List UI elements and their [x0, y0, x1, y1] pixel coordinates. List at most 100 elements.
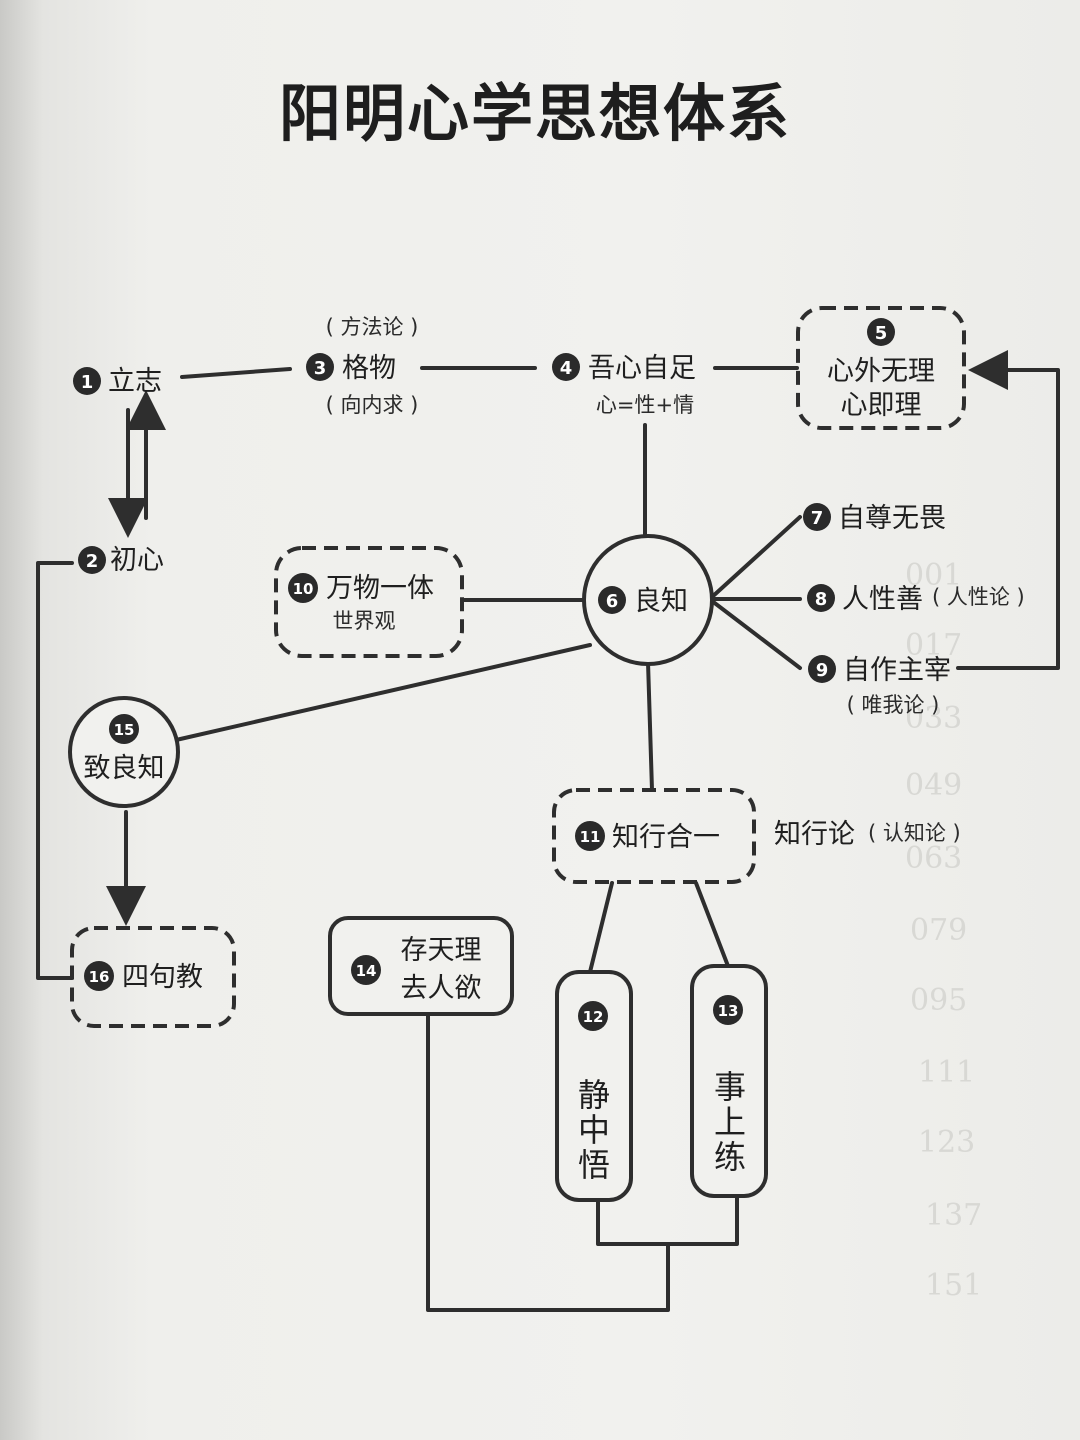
node-6-liang-zhi[interactable]: 6 良知 — [582, 534, 714, 666]
connector-12-13 — [596, 1194, 739, 1246]
pill-box — [555, 970, 633, 1202]
node-note: ( 唯我论 ) — [847, 693, 940, 717]
number-badge-text: 14 — [356, 962, 377, 980]
connector-6-9 — [710, 599, 802, 670]
node-16-si-ju-jiao[interactable]: 16 四句教 — [70, 926, 236, 1028]
number-badge-text: 6 — [606, 591, 619, 612]
node-label-line1: 存天理 — [401, 935, 482, 966]
number-badge — [578, 1001, 608, 1031]
node-8-ren-xing-shan[interactable]: 8 人性善 ( 人性论 ) — [807, 584, 1025, 615]
vertical-char: 练 — [714, 1138, 746, 1176]
node-7-zi-zun-wu-wei[interactable]: 7 自尊无畏 — [803, 503, 946, 534]
node-label: 初心 — [110, 545, 164, 576]
node-label: 万物一体 — [326, 573, 434, 604]
dashed-box — [552, 788, 756, 884]
ghost-page-number: 033 — [905, 701, 962, 736]
arrow-9-to-5 — [956, 350, 1060, 670]
number-badge-text: 13 — [718, 1002, 739, 1020]
solid-box — [328, 916, 514, 1016]
pill-box — [690, 964, 768, 1198]
connector-1-3 — [180, 367, 292, 379]
node-5-xin-wai-wu-li[interactable]: 5 心外无理 心即理 — [796, 306, 966, 430]
number-badge — [807, 584, 835, 612]
node-12-jing-zhong-wu[interactable]: 12 静 中 悟 — [555, 970, 633, 1202]
node-label-line1: 心外无理 — [827, 356, 935, 387]
dashed-box — [70, 926, 236, 1028]
number-badge — [73, 367, 101, 395]
node-label: 格物 — [342, 353, 396, 384]
vertical-char: 上 — [714, 1103, 746, 1141]
vertical-char: 悟 — [578, 1146, 610, 1184]
number-badge — [808, 655, 836, 683]
node-label: 自作主宰 — [843, 655, 951, 686]
connector-2-16 — [36, 561, 74, 980]
node-13-shi-shang-lian[interactable]: 13 事 上 练 — [690, 964, 768, 1198]
node-note-top: ( 方法论 ) — [326, 315, 419, 339]
node-label: 致良知 — [84, 753, 165, 784]
bleed-through-page-numbers: 001 017 033 049 063 079 095 111 123 137 … — [905, 558, 982, 1303]
number-badge — [598, 586, 626, 614]
node-note: 心=性+情 — [596, 393, 694, 417]
number-badge-text: 2 — [86, 551, 99, 572]
number-badge — [306, 353, 334, 381]
node-label: 人性善 — [842, 584, 923, 615]
node-1-li-zhi[interactable]: 1 立志 — [73, 366, 162, 397]
ghost-page-number: 017 — [905, 628, 962, 663]
number-badge — [803, 503, 831, 531]
node-side-note: ( 认知论 ) — [868, 821, 961, 845]
vertical-char: 事 — [714, 1068, 746, 1106]
node-label: 良知 — [634, 586, 688, 617]
number-badge-text: 12 — [583, 1008, 604, 1026]
connector-6-15 — [174, 643, 592, 742]
number-badge — [351, 955, 381, 985]
number-badge — [288, 573, 318, 603]
circle-frame — [68, 696, 180, 808]
connector-6-7 — [710, 515, 802, 599]
vertical-char: 静 — [578, 1076, 610, 1114]
ghost-page-number: 095 — [910, 983, 967, 1018]
connectors — [36, 350, 1060, 1312]
number-badge-text: 15 — [114, 721, 135, 739]
number-badge — [552, 353, 580, 381]
ghost-page-number: 001 — [905, 558, 962, 593]
ghost-page-number: 137 — [925, 1198, 982, 1233]
node-label: 吾心自足 — [588, 353, 696, 384]
connector-11-12 — [588, 881, 614, 974]
vertical-char: 中 — [578, 1111, 610, 1149]
ghost-page-number: 123 — [918, 1125, 975, 1160]
number-badge-text: 4 — [560, 358, 573, 379]
number-badge — [713, 995, 743, 1025]
diagram-title: 阳明心学思想体系 — [279, 77, 791, 150]
number-badge-text: 3 — [314, 358, 327, 379]
node-15-zhi-liang-zhi[interactable]: 15 致良知 — [68, 696, 180, 808]
ghost-page-number: 049 — [905, 768, 962, 803]
node-label: 自尊无畏 — [838, 503, 946, 534]
node-label-line2: 去人欲 — [401, 973, 482, 1004]
number-badge — [109, 714, 139, 744]
number-badge — [84, 961, 114, 991]
number-badge — [78, 546, 106, 574]
node-3-ge-wu[interactable]: ( 方法论 ) 3 格物 ( 向内求 ) — [306, 315, 418, 417]
node-10-wan-wu-yi-ti[interactable]: 10 万物一体 世界观 — [274, 546, 464, 658]
ghost-page-number: 111 — [918, 1055, 975, 1090]
node-9-zi-zuo-zhu-zai[interactable]: 9 自作主宰 ( 唯我论 ) — [808, 655, 951, 717]
node-14-cun-tian-li[interactable]: 14 存天理 去人欲 — [328, 916, 514, 1016]
connector-11-13 — [694, 881, 730, 968]
node-2-chu-xin[interactable]: 2 初心 — [78, 545, 164, 576]
node-label: 立志 — [108, 366, 162, 397]
number-badge-text: 16 — [89, 968, 110, 986]
circle-frame — [582, 534, 714, 666]
number-badge-text: 11 — [580, 828, 601, 846]
number-badge — [867, 318, 895, 346]
node-note-bottom: ( 向内求 ) — [326, 393, 419, 417]
node-label-line2: 心即理 — [841, 390, 922, 421]
ghost-page-number: 063 — [905, 841, 962, 876]
dashed-box — [274, 546, 464, 658]
number-badge-text: 1 — [81, 372, 94, 393]
node-4-wu-xin-zi-zu[interactable]: 4 吾心自足 心=性+情 — [552, 353, 696, 417]
number-badge-text: 5 — [875, 323, 888, 344]
ghost-page-number: 151 — [925, 1268, 982, 1303]
number-badge-text: 8 — [815, 589, 828, 610]
node-11-zhi-xing-he-yi[interactable]: 11 知行合一 知行论 ( 认知论 ) — [552, 788, 961, 884]
